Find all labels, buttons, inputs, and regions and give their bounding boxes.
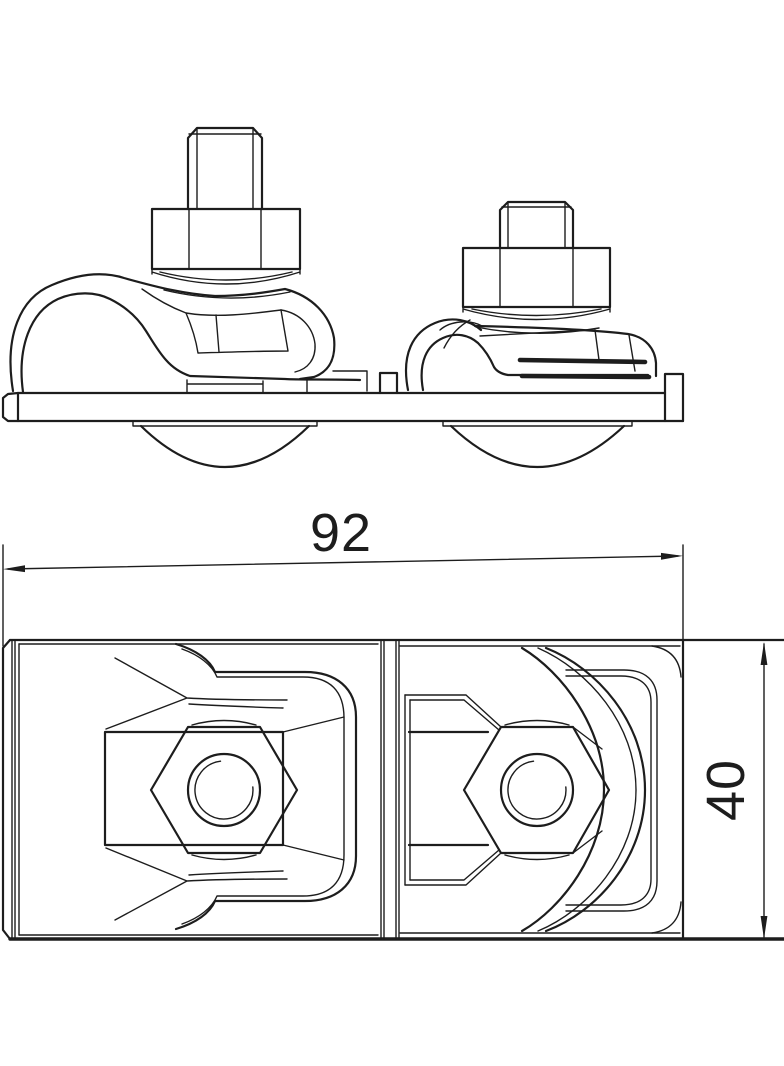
foot-tab xyxy=(186,377,308,394)
left-bolt xyxy=(150,126,302,299)
bolt-hole-inner-arc xyxy=(194,760,254,820)
boss-inner-contour xyxy=(181,648,345,925)
dome-rim xyxy=(132,420,318,427)
groove-edge-lower xyxy=(519,373,652,380)
inner-contour xyxy=(420,333,650,392)
plan-inner-bottom-lines xyxy=(18,932,681,936)
top-edge xyxy=(473,324,658,378)
right-lip xyxy=(332,370,368,392)
dimension-line xyxy=(7,555,679,570)
plan-left-pad xyxy=(103,642,358,931)
pad-corner-arcs xyxy=(651,645,682,934)
lower-wedge xyxy=(105,847,288,921)
strap-inner-edge xyxy=(520,646,606,933)
nut-chamfer-arcs xyxy=(504,719,570,861)
apex-double-line xyxy=(439,321,483,331)
hex-nut-plan xyxy=(149,725,299,855)
outer-arch xyxy=(404,318,483,392)
dome-arc xyxy=(449,424,626,468)
plan-outline xyxy=(1,638,784,941)
arrowhead-left xyxy=(3,565,25,573)
right-boss-inner xyxy=(565,675,652,906)
right-dome xyxy=(442,420,633,468)
dome-rim xyxy=(442,420,633,427)
washer-arcs xyxy=(151,268,301,299)
dimension-height-label: 40 xyxy=(696,759,756,821)
hex-nut-facets xyxy=(188,208,262,270)
outer-contour xyxy=(9,273,336,393)
left-dome xyxy=(132,420,318,468)
stud-outline xyxy=(498,200,575,250)
stud-inner-edges xyxy=(507,201,566,249)
center-joint-block xyxy=(378,371,399,395)
bolt-hole xyxy=(499,752,575,828)
hex-nut-plan xyxy=(462,725,611,855)
right-saddle-clamp xyxy=(404,318,658,392)
arrowhead-right xyxy=(661,552,683,560)
hex-nut xyxy=(150,207,302,271)
bolt-hole-inner-arc xyxy=(507,760,567,820)
bend-creases xyxy=(185,309,289,354)
plan-left-strip xyxy=(11,640,20,939)
seat-square xyxy=(103,730,285,847)
boss-outer-contour xyxy=(174,642,358,931)
groove-edge-upper xyxy=(517,357,648,365)
plan-inner-top-lines xyxy=(18,643,681,647)
left-saddle-clamp xyxy=(9,273,368,394)
plate-left-cap xyxy=(1,391,20,423)
plan-left-silhouette xyxy=(1,638,12,941)
seat-lines xyxy=(407,730,490,847)
plate-joint-divider xyxy=(380,639,400,940)
seat-top-hooks xyxy=(404,694,502,731)
plan-view xyxy=(1,638,784,941)
plan-right-pad xyxy=(404,645,682,934)
seat-left-edges xyxy=(404,694,411,886)
right-bolt xyxy=(461,200,612,334)
bend-creases xyxy=(479,329,636,372)
near-edge xyxy=(443,319,471,349)
seat-bottom-hooks xyxy=(404,849,502,886)
hex-strap-diagonals xyxy=(572,726,603,854)
arrowhead-top xyxy=(760,642,768,665)
hex-nut-facets xyxy=(499,247,574,308)
washer-arcs xyxy=(462,306,611,334)
stud-inner-edges xyxy=(196,127,254,210)
upper-wedge xyxy=(105,657,288,730)
inner-contour xyxy=(20,292,362,394)
dimension-width: 92 xyxy=(2,503,684,647)
hex-nut xyxy=(461,246,612,309)
strap-mid-edge xyxy=(537,647,637,932)
arrowhead-bottom xyxy=(760,916,768,939)
front-view xyxy=(1,126,685,468)
dimension-width-label: 92 xyxy=(310,503,372,563)
base-plate xyxy=(1,371,685,423)
corner-diagonals xyxy=(282,716,345,861)
dimension-height: 40 xyxy=(696,642,768,939)
plate-right-step xyxy=(663,372,685,423)
extension-lines xyxy=(2,544,684,647)
stud-outline xyxy=(186,126,264,211)
nut-chamfer-arcs xyxy=(191,719,257,861)
bolt-hole xyxy=(186,752,262,828)
dome-arc xyxy=(139,424,311,468)
right-boss-outer xyxy=(565,669,658,912)
shoulder-inner xyxy=(280,309,316,373)
